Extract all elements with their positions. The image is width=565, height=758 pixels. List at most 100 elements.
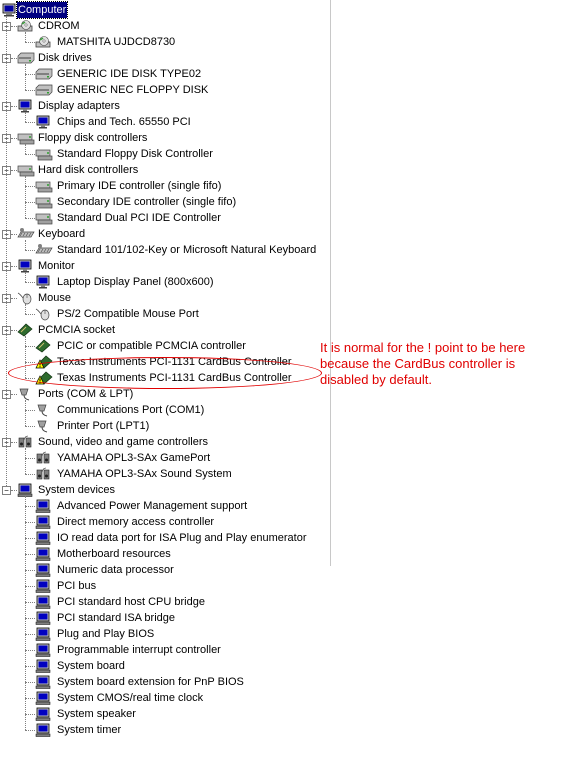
tree-connector	[25, 74, 35, 75]
tree-device-item[interactable]: Advanced Power Management support	[0, 498, 330, 514]
collapse-toggle-icon[interactable]: −	[2, 486, 11, 495]
tree-device-item[interactable]: System CMOS/real time clock	[0, 690, 330, 706]
tree-device-label: PCIC or compatible PCMCIA controller	[57, 340, 246, 352]
tree-device-item[interactable]: Standard Floppy Disk Controller	[0, 146, 330, 162]
tree-device-item[interactable]: GENERIC NEC FLOPPY DISK	[0, 82, 330, 98]
tree-device-label: System CMOS/real time clock	[57, 692, 204, 704]
tree-connector	[11, 234, 17, 235]
tree-connector	[25, 496, 26, 730]
system-device-icon	[35, 627, 51, 641]
highlight-ellipse	[8, 357, 322, 389]
tree-root-computer[interactable]: Computer	[0, 1, 330, 19]
tree-category-floppy-disk-controllers[interactable]: −Floppy disk controllers	[0, 130, 330, 146]
tree-category-label: Disk drives	[38, 52, 92, 64]
tree-device-item[interactable]: System timer	[0, 722, 330, 738]
tree-connector	[25, 506, 35, 507]
tree-connector	[11, 490, 17, 491]
tree-category-monitor[interactable]: −Monitor	[0, 258, 330, 274]
tree-device-item[interactable]: PCI standard ISA bridge	[0, 610, 330, 626]
tree-connector	[25, 602, 35, 603]
tree-device-item[interactable]: YAMAHA OPL3-SAx GamePort	[0, 450, 330, 466]
system-device-icon	[35, 707, 51, 721]
tree-device-label: Standard Floppy Disk Controller	[57, 148, 213, 160]
tree-connector	[25, 144, 26, 154]
tree-device-item[interactable]: System board	[0, 658, 330, 674]
tree-device-label: Programmable interrupt controller	[57, 644, 221, 656]
tree-device-item[interactable]: IO read data port for ISA Plug and Play …	[0, 530, 330, 546]
sound-icon	[35, 451, 51, 465]
tree-device-label: Direct memory access controller	[57, 516, 215, 528]
tree-connector	[25, 538, 35, 539]
tree-category-label: Ports (COM & LPT)	[38, 388, 134, 400]
tree-category-system-devices[interactable]: −System devices	[0, 482, 330, 498]
keyboard-icon	[35, 243, 53, 257]
tree-category-label: Monitor	[38, 260, 75, 272]
tree-device-label: System speaker	[57, 708, 136, 720]
system-device-icon	[35, 547, 51, 561]
system-device-icon	[35, 499, 51, 513]
tree-category-pcmcia-socket[interactable]: −PCMCIA socket	[0, 322, 330, 338]
tree-device-label: Communications Port (COM1)	[57, 404, 205, 416]
tree-connector	[11, 266, 17, 267]
tree-device-item[interactable]: System board extension for PnP BIOS	[0, 674, 330, 690]
tree-connector	[11, 170, 17, 171]
tree-device-item[interactable]: Standard Dual PCI IDE Controller	[0, 210, 330, 226]
tree-device-item[interactable]: Motherboard resources	[0, 546, 330, 562]
tree-device-item[interactable]: PS/2 Compatible Mouse Port	[0, 306, 330, 322]
tree-device-label: Standard Dual PCI IDE Controller	[57, 212, 221, 224]
tree-device-item[interactable]: PCIC or compatible PCMCIA controller	[0, 338, 330, 354]
tree-device-item[interactable]: Direct memory access controller	[0, 514, 330, 530]
tree-device-item[interactable]: Chips and Tech. 65550 PCI	[0, 114, 330, 130]
tree-connector	[11, 58, 17, 59]
tree-category-mouse[interactable]: −Mouse	[0, 290, 330, 306]
tree-connector	[11, 442, 17, 443]
tree-category-keyboard[interactable]: −Keyboard	[0, 226, 330, 242]
tree-connector	[25, 42, 35, 43]
tree-connector	[11, 138, 17, 139]
tree-connector	[25, 650, 35, 651]
system-device-icon	[35, 723, 51, 737]
tree-device-label: PCI standard host CPU bridge	[57, 596, 205, 608]
tree-device-item[interactable]: Numeric data processor	[0, 562, 330, 578]
tree-device-item[interactable]: Communications Port (COM1)	[0, 402, 330, 418]
tree-category-display-adapters[interactable]: −Display adapters	[0, 98, 330, 114]
cdrom-icon	[35, 35, 51, 49]
tree-device-item[interactable]: Plug and Play BIOS	[0, 626, 330, 642]
tree-device-label: Motherboard resources	[57, 548, 171, 560]
controller-icon	[35, 195, 53, 209]
tree-category-cdrom[interactable]: −CDROM	[0, 18, 330, 34]
tree-connector	[25, 186, 35, 187]
controller-icon	[35, 211, 53, 225]
tree-category-hard-disk-controllers[interactable]: −Hard disk controllers	[0, 162, 330, 178]
tree-connector	[25, 714, 35, 715]
tree-connector	[25, 154, 35, 155]
tree-device-item[interactable]: MATSHITA UJDCD8730	[0, 34, 330, 50]
tree-root-label: Computer	[15, 1, 69, 19]
tree-device-item[interactable]: Programmable interrupt controller	[0, 642, 330, 658]
tree-device-item[interactable]: System speaker	[0, 706, 330, 722]
tree-device-item[interactable]: GENERIC IDE DISK TYPE02	[0, 66, 330, 82]
pcmcia-icon	[35, 339, 51, 353]
tree-connector	[11, 26, 17, 27]
tree-device-item[interactable]: Primary IDE controller (single fifo)	[0, 178, 330, 194]
monitor-icon	[35, 115, 51, 129]
tree-device-label: GENERIC NEC FLOPPY DISK	[57, 84, 209, 96]
tree-device-label: PCI bus	[57, 580, 97, 592]
system-device-icon	[35, 515, 51, 529]
tree-device-item[interactable]: Standard 101/102-Key or Microsoft Natura…	[0, 242, 330, 258]
system-device-icon	[35, 611, 51, 625]
tree-device-item[interactable]: Printer Port (LPT1)	[0, 418, 330, 434]
tree-category-sound[interactable]: −Sound, video and game controllers	[0, 434, 330, 450]
system-device-icon	[35, 563, 51, 577]
tree-connector	[25, 400, 26, 426]
tree-connector	[25, 448, 26, 474]
tree-device-item[interactable]: PCI bus	[0, 578, 330, 594]
pcmcia-icon	[17, 323, 33, 337]
tree-category-disk-drives[interactable]: −Disk drives	[0, 50, 330, 66]
tree-connector	[25, 410, 35, 411]
tree-device-item[interactable]: PCI standard host CPU bridge	[0, 594, 330, 610]
tree-device-item[interactable]: YAMAHA OPL3-SAx Sound System	[0, 466, 330, 482]
tree-device-label: Primary IDE controller (single fifo)	[57, 180, 222, 192]
tree-device-item[interactable]: Secondary IDE controller (single fifo)	[0, 194, 330, 210]
tree-device-item[interactable]: Laptop Display Panel (800x600)	[0, 274, 330, 290]
